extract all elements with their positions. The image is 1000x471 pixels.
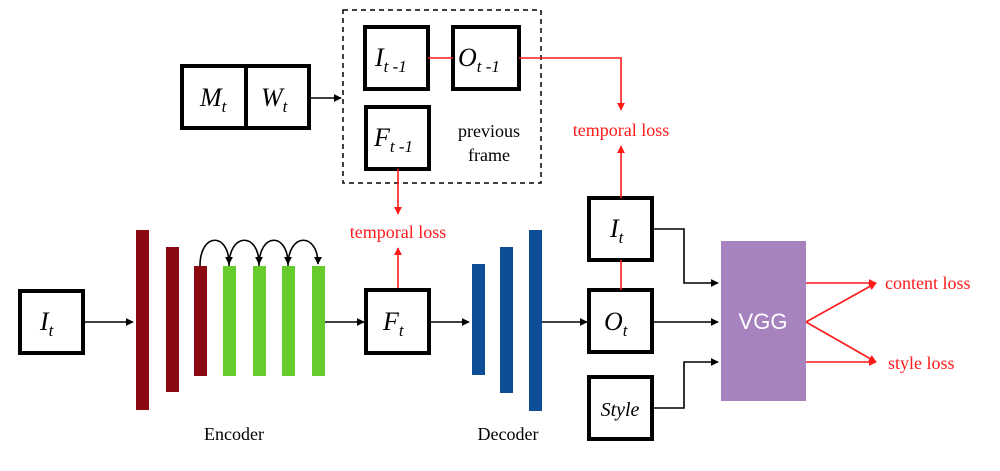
prev-input-label: It -1: [374, 43, 407, 76]
output-label: Ot: [604, 307, 629, 340]
arrow-vgg-to-content-2: [805, 282, 877, 323]
prev-feature-label: Ft -1: [373, 123, 413, 156]
vgg-block: [721, 241, 806, 401]
input-frame-label: It: [39, 307, 55, 340]
previous-frame-text-2: frame: [468, 145, 510, 165]
prev-output-label: Ot -1: [458, 43, 500, 76]
previous-frame-text-1: previous: [458, 121, 520, 141]
output-box: [587, 288, 654, 354]
style-box: [587, 375, 654, 441]
encoder-layer-1: [136, 230, 149, 410]
skip-arc-1: [199, 239, 233, 267]
residual-block-1: [223, 266, 236, 376]
residual-block-4: [312, 266, 325, 376]
decoder-layer-2: [500, 247, 513, 393]
encoder-layer-3: [194, 266, 207, 376]
encoder-layer-2: [166, 247, 179, 392]
decoder-label: Decoder: [478, 424, 539, 444]
decoder-layer-3: [529, 230, 542, 411]
skip-arc-4: [287, 239, 322, 267]
skip-arc-3: [258, 239, 292, 267]
decoder-layer-1: [472, 264, 485, 375]
prev-feature-box: [364, 105, 431, 171]
previous-frame-group: [342, 9, 542, 184]
style-label: Style: [601, 399, 640, 421]
arrow-current-to-vgg: [652, 228, 719, 287]
mask-label: Mt: [199, 83, 228, 116]
skip-arc-2: [228, 239, 263, 267]
style-loss-label: style loss: [888, 353, 955, 373]
current-input-label: It: [609, 214, 625, 247]
warp-box: [244, 64, 311, 130]
encoder-label: Encoder: [204, 424, 264, 444]
temporal-loss-mid: temporal loss: [350, 222, 447, 242]
residual-block-2: [253, 266, 266, 376]
content-loss-label: content loss: [885, 273, 971, 293]
warp-label: Wt: [261, 83, 289, 116]
feature-label: Ft: [382, 307, 405, 340]
arrow-vgg-to-style-1: [805, 321, 877, 363]
arrow-style-to-vgg: [652, 358, 719, 409]
vgg-label: VGG: [739, 309, 788, 334]
arrow-prev-output-to-temporal-loss: [519, 57, 625, 111]
residual-block-3: [282, 266, 295, 376]
temporal-loss-top: temporal loss: [573, 120, 670, 140]
